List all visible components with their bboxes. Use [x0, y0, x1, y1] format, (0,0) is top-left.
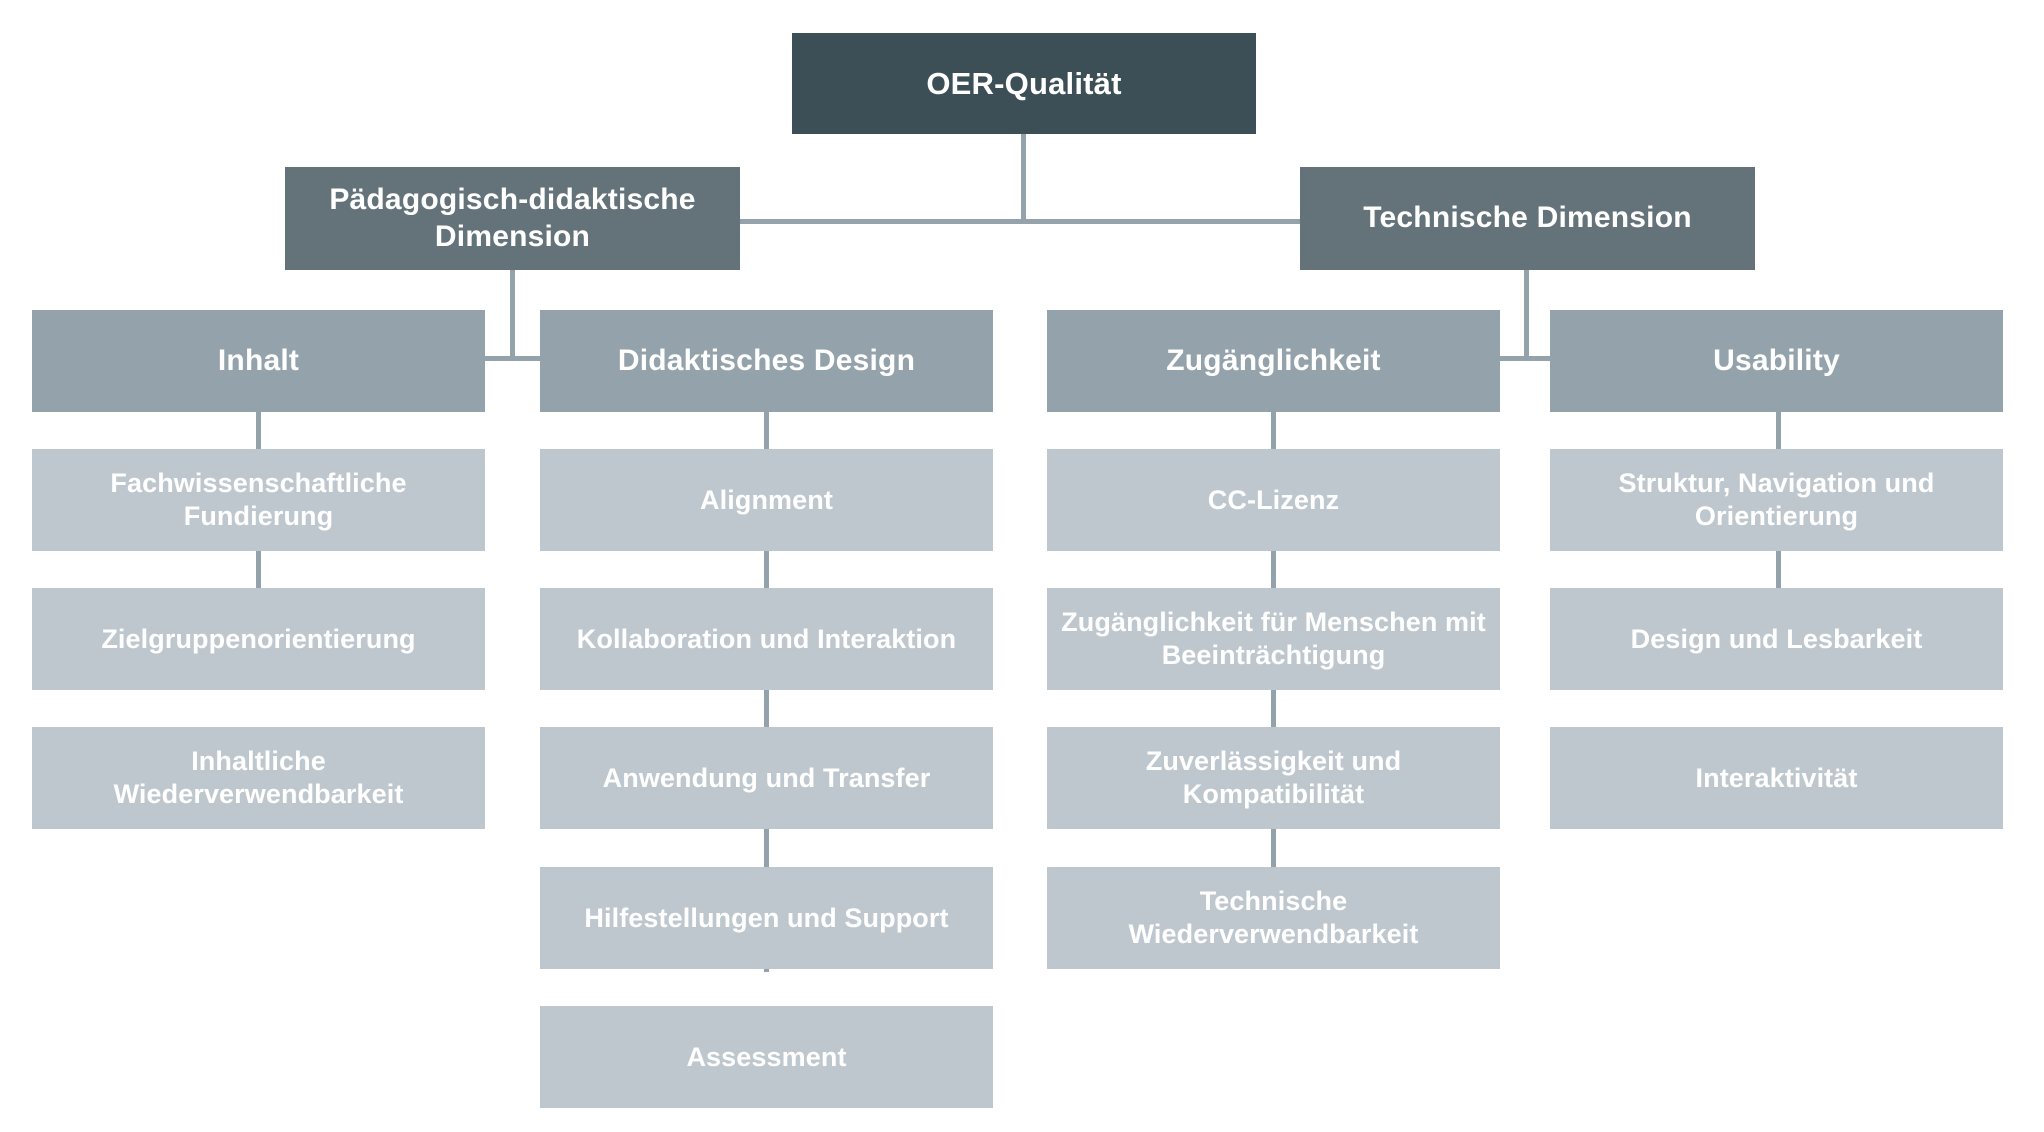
node-leaf-zuverlaessigkeit-und-kompatibilitaet[interactable]: Zuverlässigkeit und Kompatibilität [1047, 727, 1500, 829]
node-oer-qualitaet[interactable]: OER-Qualität [792, 33, 1256, 134]
node-leaf-zugaenglichkeit-fuer-menschen-mit-beeintraechtigung[interactable]: Zugänglichkeit für Menschen mit Beeinträ… [1047, 588, 1500, 690]
node-leaf-design-und-lesbarkeit[interactable]: Design und Lesbarkeit [1550, 588, 2003, 690]
node-category-usability[interactable]: Usability [1550, 310, 2003, 412]
connector-technical-down [1524, 270, 1529, 360]
node-label: Design und Lesbarkeit [1630, 623, 1923, 654]
node-label: Alignment [700, 484, 833, 515]
node-label: Technische Dimension [1363, 201, 1692, 235]
connector-pedagogical-bus [485, 356, 540, 361]
node-label: Hilfestellungen und Support [584, 902, 949, 933]
node-label: Zielgruppenorientierung [101, 623, 416, 654]
node-leaf-hilfestellungen-und-support[interactable]: Hilfestellungen und Support [540, 867, 993, 969]
node-paedagogisch-didaktische-dimension[interactable]: Pädagogisch-didaktische Dimension [285, 167, 740, 270]
node-label: Didaktisches Design [617, 343, 916, 377]
node-leaf-anwendung-und-transfer[interactable]: Anwendung und Transfer [540, 727, 993, 829]
connector-pedagogical-down [510, 270, 515, 360]
connector-dimension-bus [740, 219, 1300, 224]
node-category-didaktisches-design[interactable]: Didaktisches Design [540, 310, 993, 412]
node-label: Pädagogisch-didaktische Dimension [329, 182, 696, 253]
node-label: Zugänglichkeit [1166, 343, 1381, 377]
node-label: Technische Wiederverwendbarkeit [1128, 886, 1419, 949]
node-label: Interaktivität [1695, 762, 1858, 793]
connector-technical-bus [1500, 356, 1550, 361]
node-label: Assessment [686, 1041, 847, 1072]
node-label: Fachwissenschaftliche Fundierung [110, 468, 407, 531]
node-technische-dimension[interactable]: Technische Dimension [1300, 167, 1755, 270]
node-label: Usability [1713, 343, 1840, 377]
node-label: Kollaboration und Interaktion [576, 623, 957, 654]
node-label: Struktur, Navigation und Orientierung [1618, 468, 1935, 531]
node-label: Zugänglichkeit für Menschen mit Beeinträ… [1061, 607, 1486, 670]
node-leaf-kollaboration-und-interaktion[interactable]: Kollaboration und Interaktion [540, 588, 993, 690]
node-leaf-assessment[interactable]: Assessment [540, 1006, 993, 1108]
node-label: CC-Lizenz [1207, 484, 1340, 515]
node-leaf-technische-wiederverwendbarkeit[interactable]: Technische Wiederverwendbarkeit [1047, 867, 1500, 969]
node-label: OER-Qualität [926, 65, 1122, 101]
node-label: Anwendung und Transfer [602, 762, 931, 793]
connector-root-down [1021, 134, 1026, 222]
node-leaf-alignment[interactable]: Alignment [540, 449, 993, 551]
connector-column-didaktisches-design [764, 412, 769, 972]
node-leaf-inhaltliche-wiederverwendbarkeit[interactable]: Inhaltliche Wiederverwendbarkeit [32, 727, 485, 829]
node-category-inhalt[interactable]: Inhalt [32, 310, 485, 412]
node-category-zugaenglichkeit[interactable]: Zugänglichkeit [1047, 310, 1500, 412]
node-leaf-cc-lizenz[interactable]: CC-Lizenz [1047, 449, 1500, 551]
node-leaf-fachwissenschaftliche-fundierung[interactable]: Fachwissenschaftliche Fundierung [32, 449, 485, 551]
node-leaf-struktur-navigation-und-orientierung[interactable]: Struktur, Navigation und Orientierung [1550, 449, 2003, 551]
node-label: Inhaltliche Wiederverwendbarkeit [113, 746, 404, 809]
node-label: Zuverlässigkeit und Kompatibilität [1145, 746, 1402, 809]
node-leaf-interaktivitaet[interactable]: Interaktivität [1550, 727, 2003, 829]
node-label: Inhalt [217, 343, 300, 377]
node-leaf-zielgruppenorientierung[interactable]: Zielgruppenorientierung [32, 588, 485, 690]
